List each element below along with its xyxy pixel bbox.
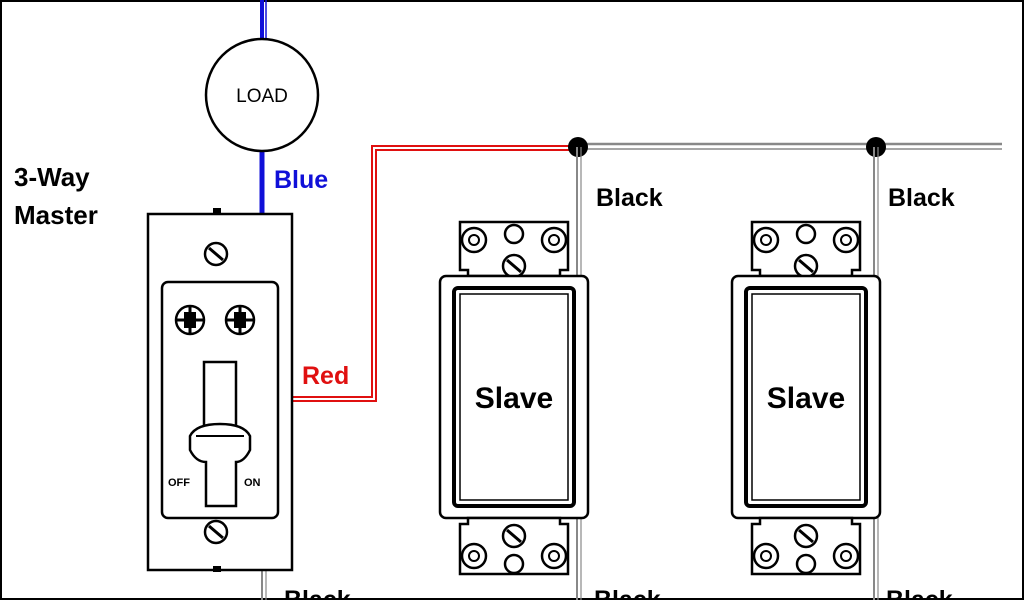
blue-wire	[259, 0, 267, 214]
load-label: LOAD	[236, 86, 288, 107]
red-wire	[292, 145, 575, 402]
toggle-lever	[188, 360, 252, 508]
terminal-icon	[224, 304, 256, 336]
black-label-slave1-bottom: Black	[594, 586, 661, 600]
master-switch: OFF ON	[146, 208, 294, 572]
slave-label: Slave	[767, 382, 845, 415]
screw-icon	[203, 241, 229, 267]
off-label: OFF	[168, 477, 190, 489]
on-label: ON	[244, 477, 261, 489]
black-label-slave1-top: Black	[596, 184, 663, 212]
black-label-slave2-top: Black	[888, 184, 955, 212]
black-label-master-bottom: Black	[284, 586, 351, 600]
junction-dot	[866, 137, 886, 157]
slave-switch-1: Slave	[438, 220, 590, 576]
black-label-slave2-bottom: Black	[886, 586, 953, 600]
load-fixture: LOAD	[204, 37, 320, 153]
master-bottom-wire	[261, 570, 267, 600]
slave-label: Slave	[475, 382, 553, 415]
terminal-icon	[174, 304, 206, 336]
top-bus-wire	[578, 142, 1002, 150]
screw-icon	[203, 519, 229, 545]
blue-wire-label: Blue	[274, 166, 328, 194]
red-wire-label: Red	[302, 362, 349, 390]
slave-switch-2: Slave	[730, 220, 882, 576]
master-title-line1: 3-Way	[14, 162, 90, 192]
master-title-line2: Master	[14, 200, 98, 230]
